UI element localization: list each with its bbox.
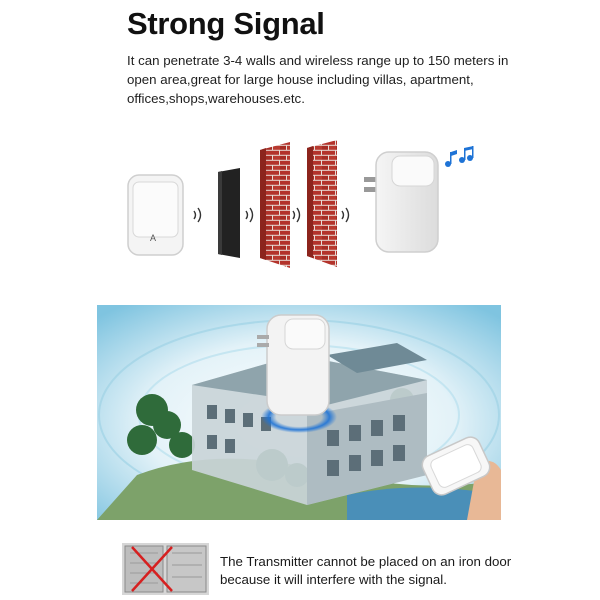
iron-door (218, 168, 240, 258)
signal-waves-icon (193, 207, 350, 223)
warning-text: The Transmitter cannot be placed on an i… (220, 554, 512, 587)
hand-pressing-button (421, 436, 501, 520)
music-notes-icon (445, 146, 474, 167)
page-title: Strong Signal (127, 6, 325, 41)
description-text: It can penetrate 3-4 walls and wireless … (127, 53, 509, 106)
no-entry-cross-icon (131, 546, 173, 592)
wall-penetration-diagram: A (127, 140, 474, 268)
transmitter-button: A (127, 174, 184, 256)
brick-wall-2 (307, 140, 337, 267)
house-range-scene (97, 305, 501, 520)
plug-in-receiver-scene (257, 314, 330, 416)
plug-in-receiver (364, 151, 439, 253)
iron-door-crossed-image (122, 543, 209, 595)
brick-wall-1 (260, 142, 290, 268)
button-letter: A (150, 233, 156, 243)
